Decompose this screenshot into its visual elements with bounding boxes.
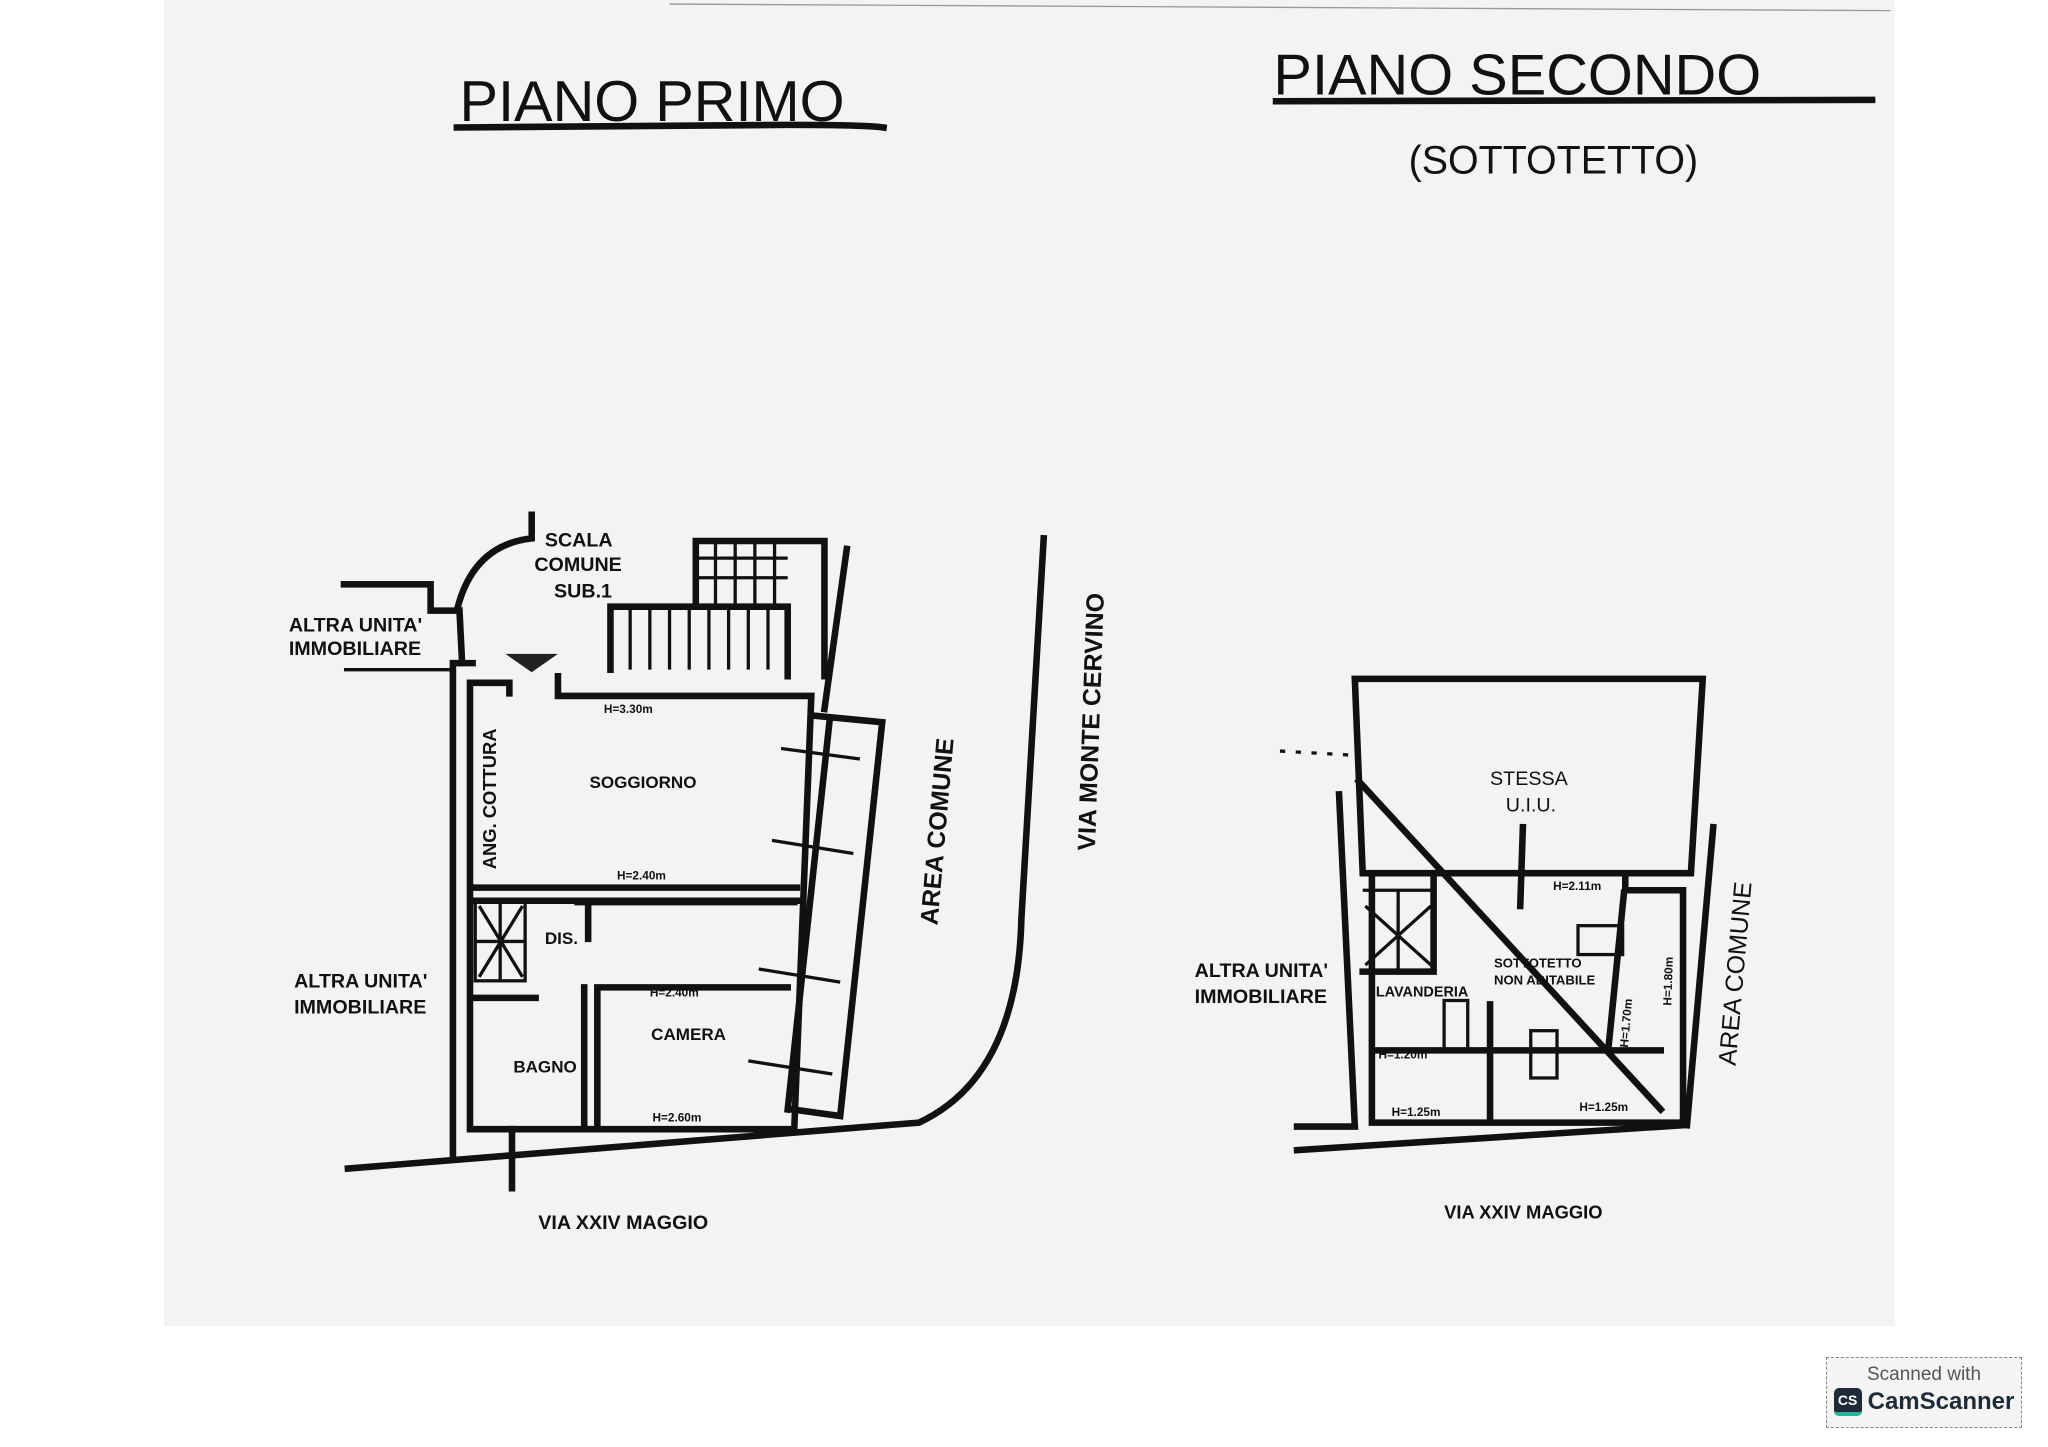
hall-wall [574, 898, 798, 943]
hall-label: DIS. [545, 929, 578, 948]
other-unit-label-1: ALTRA UNITA' [1195, 960, 1328, 982]
kitchen-label: ANG. COTTURA [479, 728, 500, 869]
dashed-line [1279, 749, 1350, 757]
same-unit-block [1351, 675, 1707, 877]
height-label: H=1.25m [1579, 1100, 1628, 1114]
entry-arrow-icon [505, 653, 558, 673]
other-unit-label-2: IMMOBILIARE [1195, 986, 1327, 1008]
camscanner-logo-icon: CS [1833, 1388, 1862, 1416]
stair-label-2: COMUNE [534, 554, 622, 576]
windows [748, 746, 861, 1076]
stair-label-3: SUB.1 [554, 580, 612, 602]
second-floor-subtitle: (SOTTOTETTO) [1409, 138, 1698, 182]
watermark-caption: Scanned with [1866, 1364, 1982, 1385]
height-label: H=1.70m [1617, 998, 1635, 1048]
height-label: H=1.20m [1378, 1047, 1427, 1061]
via-xxiv-maggio-label: VIA XXIV MAGGIO [538, 1212, 708, 1234]
title-underline [453, 121, 888, 132]
bedroom-walls [580, 984, 791, 1133]
attic-label-2: NON ABITABILE [1494, 973, 1595, 988]
height-label: H=2.40m [650, 986, 699, 1000]
bedroom-label: CAMERA [651, 1025, 726, 1044]
spiral-stair-treads [475, 902, 526, 981]
stair-label-1: SCALA [545, 529, 613, 551]
wall-segment [456, 607, 466, 667]
balcony [784, 712, 886, 1120]
laundry-label: LAVANDERIA [1376, 985, 1469, 1001]
street-edge [1293, 823, 1717, 1154]
same-unit-label-1: STESSA [1490, 768, 1569, 790]
paper-top-edge [669, 3, 1891, 12]
wall-segment [1516, 823, 1527, 910]
watermark-brand: CamScanner [1867, 1388, 2015, 1415]
living-label: SOGGIORNO [589, 773, 696, 792]
same-unit-label-2: U.I.U. [1506, 794, 1556, 816]
stair-entry-wall [340, 511, 535, 614]
bath-label: BAGNO [513, 1058, 576, 1077]
spiral-stair [1362, 888, 1434, 969]
via-xxiv-maggio-label: VIA XXIV MAGGIO [1444, 1201, 1602, 1222]
street-edge [344, 534, 1048, 1173]
other-unit-bottom-1: ALTRA UNITA' [294, 970, 427, 992]
fixture [1442, 998, 1470, 1053]
attic-label-1: SOTTOTETTO [1494, 956, 1582, 971]
apartment-walls [449, 659, 815, 1159]
other-unit-top-2: IMMOBILIARE [289, 638, 421, 660]
fixture [1529, 1029, 1559, 1080]
fixture [1576, 924, 1625, 957]
section-diagonal [1354, 776, 1666, 1115]
first-floor-plan: PIANO PRIMO SCALA COMUNE SUB.1 ALTRA UNI… [289, 70, 1110, 1234]
height-label: H=1.25m [1392, 1105, 1441, 1119]
other-unit-top-1: ALTRA UNITA' [289, 615, 422, 637]
second-floor-title: PIANO SECONDO [1273, 44, 1761, 108]
height-label: H=2.40m [617, 869, 666, 883]
camscanner-watermark: Scanned with CS CamScanner [1826, 1357, 2022, 1428]
height-label: H=1.80m [1660, 957, 1676, 1006]
attic-walls [1293, 790, 1687, 1130]
title-underline [1272, 96, 1876, 105]
second-floor-plan: PIANO SECONDO (SOTTOTETTO) STESSA U.I.U.… [1195, 44, 1876, 1222]
height-label: H=3.30m [604, 702, 653, 716]
height-label: H=2.11m [1553, 879, 1601, 893]
bath-wall [469, 994, 539, 1192]
right-party-wall [820, 545, 851, 713]
other-unit-bottom-2: IMMOBILIARE [294, 997, 426, 1019]
height-label: H=2.60m [652, 1110, 701, 1124]
common-staircase [607, 537, 828, 680]
